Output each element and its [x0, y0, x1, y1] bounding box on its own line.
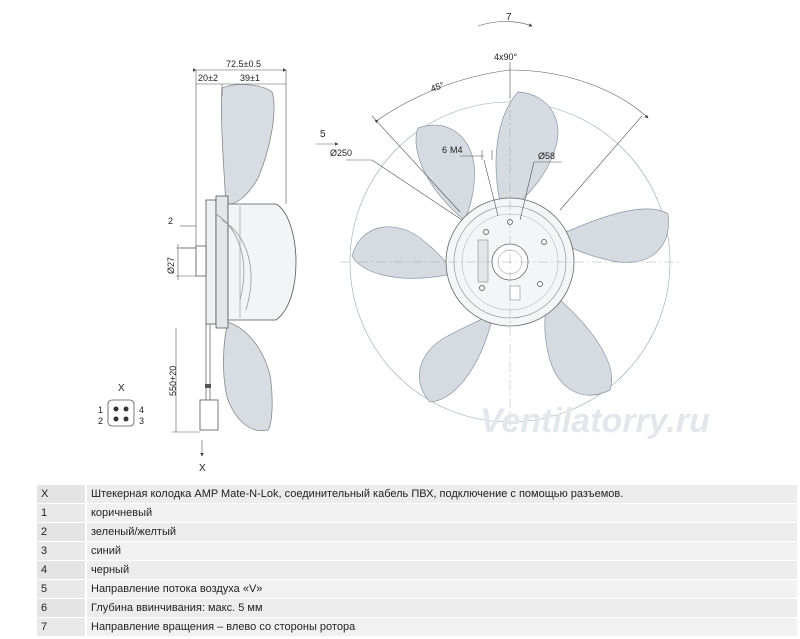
dim-bolt-pattern: 4x90°: [494, 52, 518, 62]
side-connector: [199, 399, 219, 431]
legend-key: 6: [37, 598, 86, 618]
legend-description: Глубина ввинчивания: макс. 5 мм: [85, 598, 797, 618]
dim-hub-step: 2: [168, 216, 173, 226]
side-view: [195, 84, 297, 432]
connector-pinout: [107, 399, 135, 427]
callout-rotation: 7: [506, 12, 512, 23]
connector-label: X: [118, 383, 125, 394]
legend-description: Направление потока воздуха «V»: [85, 579, 797, 599]
hub-label-plate: [477, 239, 489, 283]
dim-depth-total: 72.5±0.5: [226, 59, 261, 69]
side-blade-lower: [223, 321, 273, 432]
fan-blade-4: [419, 317, 493, 403]
legend-description: Штекерная колодка AMP Mate-N-Lok, соедин…: [85, 485, 797, 504]
fan-blade-1: [495, 91, 559, 205]
legend-key: 3: [37, 541, 86, 561]
legend-key: 4: [37, 560, 86, 580]
legend-key: 2: [37, 522, 86, 542]
dim-depth-rear: 39±1: [240, 73, 260, 83]
dim-thread: M4: [450, 145, 463, 155]
front-view: [340, 91, 680, 432]
dim-hub-diameter: Ø58: [538, 151, 555, 161]
legend-key: X: [37, 485, 86, 504]
side-hub-flange: [205, 199, 217, 325]
side-blade-upper: [221, 84, 275, 206]
fan-blade-5: [351, 226, 453, 279]
side-rotor: [227, 203, 297, 321]
bolt-hole-2: [541, 239, 547, 245]
front-dimensions: [316, 21, 649, 221]
callout-thread-depth: 6: [442, 145, 447, 155]
dim-cable-length: 550+20: [168, 366, 178, 396]
fan-blade-2: [561, 208, 669, 263]
legend-key: 1: [37, 503, 86, 523]
pin-1: 1: [98, 405, 103, 415]
section-marker-bottom: X: [199, 463, 206, 474]
bolt-hole-3: [479, 285, 485, 291]
dim-shaft-diameter: Ø27: [166, 257, 176, 274]
legend-description: черный: [85, 560, 797, 580]
dim-fan-diameter: Ø250: [330, 148, 352, 158]
watermark: Ventilatorry.ru: [480, 402, 710, 440]
legend-key: 7: [37, 617, 86, 637]
fan-blade-3: [544, 297, 612, 396]
bolt-hole-4: [537, 281, 543, 287]
legend-key: 5: [37, 579, 86, 599]
pin-4: 4: [139, 405, 144, 415]
pin-3: 3: [139, 416, 144, 426]
legend-description: Направление вращения – влево со стороны …: [85, 617, 797, 637]
side-dimensions: [172, 68, 287, 457]
fan-blade-6: [415, 124, 475, 221]
legend-description: синий: [85, 541, 797, 561]
technical-drawing: 72.5±0.5 20±2 39±1 2 Ø27 550+20 X X 1 2 …: [98, 12, 710, 474]
legend-description: зеленый/желтый: [85, 522, 797, 542]
callout-airflow: 5: [320, 129, 326, 140]
dim-depth-front: 20±2: [198, 73, 218, 83]
side-hub-ring: [215, 195, 229, 329]
dim-blade-angle: 45°: [429, 80, 446, 94]
legend-description: коричневый: [85, 503, 797, 523]
pin-2: 2: [98, 416, 103, 426]
